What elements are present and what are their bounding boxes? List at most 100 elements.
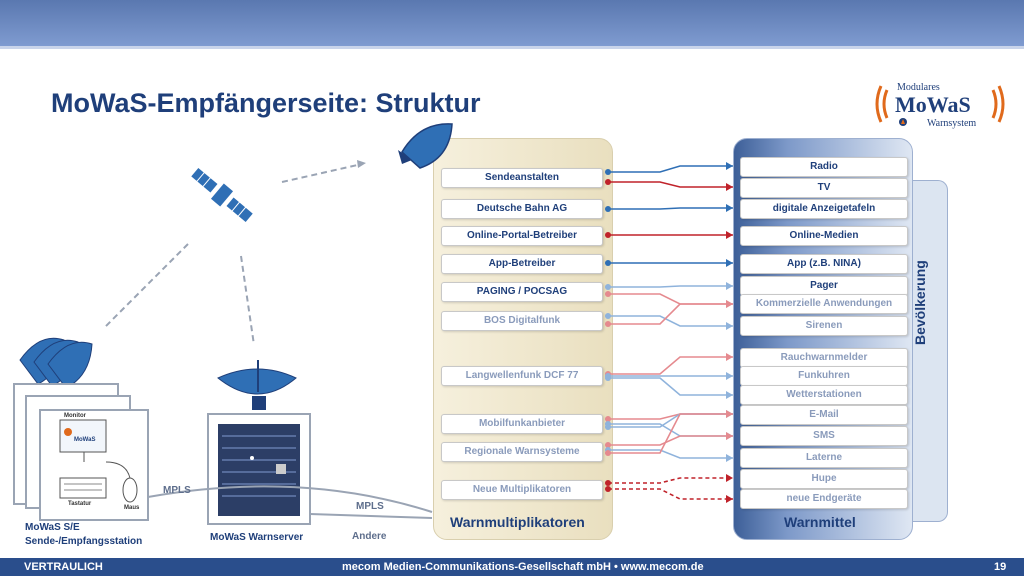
warnmittel-item: Radio xyxy=(740,157,908,177)
connection-line xyxy=(608,207,733,210)
bevoelkerung-panel xyxy=(907,180,948,522)
footer-company: mecom Medien-Communikations-Gesellschaft… xyxy=(342,561,704,573)
warnmittel-item: Sirenen xyxy=(740,316,908,336)
mowas-logo: Modulares MoWaS Warnsystem xyxy=(875,82,1005,129)
connection-dot xyxy=(605,442,611,448)
connection-line xyxy=(608,293,733,305)
connection-dot xyxy=(605,169,611,175)
multiplikator-item: Neue Multiplikatoren xyxy=(441,480,603,500)
connection-arrowhead xyxy=(726,391,733,399)
connection-line xyxy=(608,413,733,454)
station-caption-2: Sende-/Empfangsstation xyxy=(25,536,143,547)
connection-dot xyxy=(605,416,611,422)
server-rack-icon xyxy=(207,413,311,525)
footer-bar: VERTRAULICH mecom Medien-Communikations-… xyxy=(0,558,1024,576)
page-title: MoWaS-Empfängerseite: Struktur xyxy=(51,88,481,118)
connection-arrowhead xyxy=(726,322,733,330)
server-caption: MoWaS Warnserver xyxy=(210,532,304,543)
connection-arrowhead xyxy=(726,432,733,440)
multiplikator-item: Sendeanstalten xyxy=(441,168,603,188)
connection-arrowhead xyxy=(726,183,733,191)
multiplikator-item: Online-Portal-Betreiber xyxy=(441,226,603,246)
header-bar xyxy=(0,0,1024,46)
andere-label: Andere xyxy=(352,531,387,542)
connection-dot xyxy=(605,424,611,430)
logo-line3: Warnsystem xyxy=(927,118,976,129)
connection-arrowhead xyxy=(726,231,733,239)
connection-dot xyxy=(605,179,611,185)
connection-line xyxy=(608,356,733,375)
receiver-dish-icon xyxy=(398,123,453,169)
warnmittel-item: Funkuhren xyxy=(740,366,908,386)
monitor-label: Monitor xyxy=(64,413,86,419)
connection-dot xyxy=(605,313,611,319)
station-computers-icon xyxy=(13,383,149,521)
multiplikator-item: BOS Digitalfunk xyxy=(441,311,603,331)
connection-arrowhead xyxy=(726,372,733,380)
connection-arrowhead xyxy=(726,282,733,290)
connection-dot xyxy=(605,486,611,492)
multiplikator-item: App-Betreiber xyxy=(441,254,603,274)
multiplikator-item: Regionale Warnsysteme xyxy=(441,442,603,462)
multiplikator-item: Mobilfunkanbieter xyxy=(441,414,603,434)
warnmittel-item: Kommerzielle Anwendungen xyxy=(740,294,908,314)
connection-dot xyxy=(605,232,611,238)
footer-confidential: VERTRAULICH xyxy=(24,561,103,573)
warnmultiplikatoren-label: Warnmultiplikatoren xyxy=(450,514,585,530)
screen-brand: MoWaS xyxy=(74,437,96,443)
warnmittel-item: App (z.B. NINA) xyxy=(740,254,908,274)
connection-arrowhead xyxy=(726,204,733,212)
connection-dot xyxy=(605,450,611,456)
warnmittel-item: TV xyxy=(740,178,908,198)
station-caption-1: MoWaS S/E xyxy=(25,522,80,533)
warnmittel-item: E-Mail xyxy=(740,405,908,425)
server-dish-icon xyxy=(217,360,297,410)
connection-arrowhead xyxy=(726,353,733,361)
connection-arrowhead xyxy=(726,474,733,482)
connection-dot xyxy=(605,375,611,381)
connection-line xyxy=(608,165,733,173)
mouse-label: Maus xyxy=(124,505,140,511)
logo-brand: MoWaS xyxy=(895,92,971,117)
warnmittel-item: Pager xyxy=(740,276,908,296)
connection-arrowhead xyxy=(726,259,733,267)
header-divider xyxy=(0,46,1024,49)
keyboard-label: Tastatur xyxy=(68,501,92,507)
warnmittel-item: SMS xyxy=(740,426,908,446)
connection-arrowhead xyxy=(726,454,733,462)
footer-page-number: 19 xyxy=(994,561,1007,573)
connection-line xyxy=(608,303,733,325)
warnmittel-label: Warnmittel xyxy=(784,514,856,530)
connection-line xyxy=(608,435,733,446)
connection-dot xyxy=(605,206,611,212)
connection-line xyxy=(608,181,733,188)
warnmittel-item: neue Endgeräte xyxy=(740,489,908,509)
multiplikator-item: Langwellenfunk DCF 77 xyxy=(441,366,603,386)
multiplikator-item: PAGING / POCSAG xyxy=(441,282,603,302)
warnmittel-item: Online-Medien xyxy=(740,226,908,246)
connection-line xyxy=(608,477,733,484)
connection-arrowhead xyxy=(726,495,733,503)
logo-line1: Modulares xyxy=(897,82,940,93)
warnmittel-item: Hupe xyxy=(740,469,908,489)
connection-line xyxy=(608,285,733,288)
multiplikator-item: Deutsche Bahn AG xyxy=(441,199,603,219)
connection-arrowhead xyxy=(726,300,733,308)
connection-line xyxy=(608,315,733,327)
warnmittel-item: Laterne xyxy=(740,448,908,468)
connection-arrows xyxy=(605,162,733,503)
connection-dot xyxy=(605,480,611,486)
mpls-left-label: MPLS xyxy=(163,485,191,496)
connection-arrowhead xyxy=(726,410,733,418)
connection-dot xyxy=(605,260,611,266)
connection-dot xyxy=(605,321,611,327)
warnmittel-item: digitale Anzeigetafeln xyxy=(740,199,908,219)
connection-arrowhead xyxy=(726,162,733,170)
connection-line xyxy=(608,488,733,500)
connection-dot xyxy=(605,284,611,290)
satellite-icon xyxy=(189,166,255,224)
warnmittel-item: Wetterstationen xyxy=(740,385,908,405)
connection-dot xyxy=(605,291,611,297)
connection-line xyxy=(608,377,733,396)
